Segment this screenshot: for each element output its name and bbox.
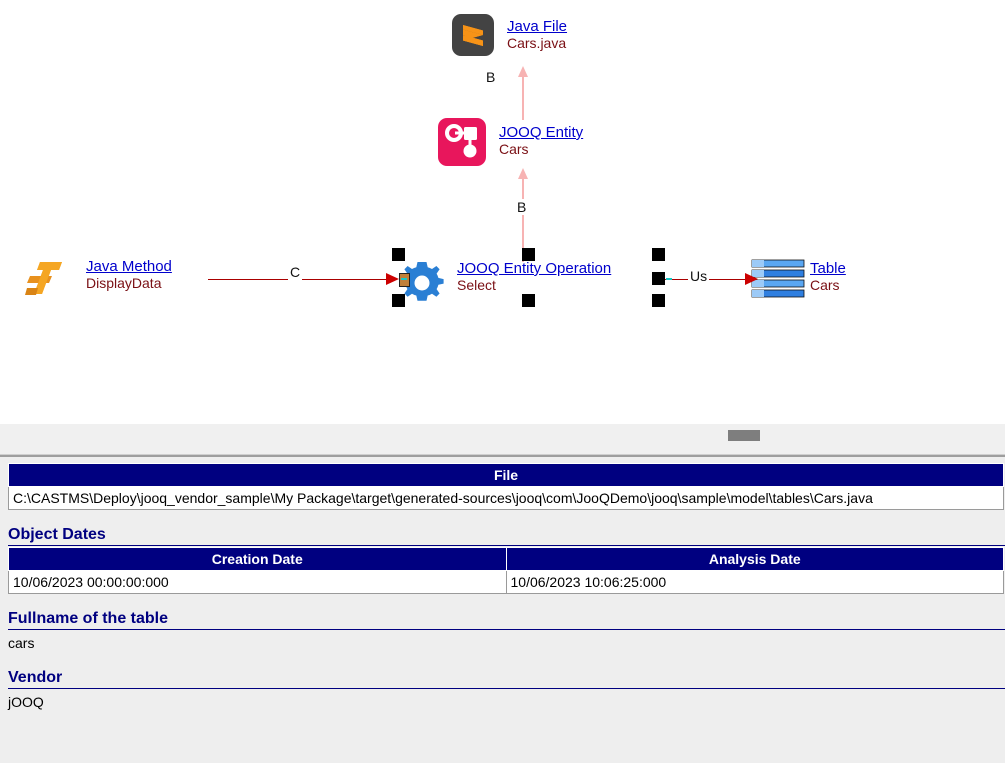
node-table-labels: Table Cars bbox=[810, 260, 846, 294]
splitter-grip[interactable] bbox=[728, 430, 760, 441]
node-jooq-entity-title[interactable]: JOOQ Entity bbox=[499, 124, 584, 141]
node-java-file-labels: Java File Cars.java bbox=[507, 18, 567, 52]
node-java-file-subtitle: Cars.java bbox=[507, 35, 567, 51]
object-dates-header-row: Creation Date Analysis Date bbox=[8, 547, 1004, 571]
object-dates-header-creation: Creation Date bbox=[8, 547, 507, 571]
gear-icon bbox=[399, 260, 445, 306]
edge-label-b-upper: B bbox=[484, 69, 498, 85]
vendor-value: jOOQ bbox=[8, 694, 44, 710]
fullname-heading: Fullname of the table bbox=[8, 610, 1005, 630]
edge-line-b-upper[interactable] bbox=[522, 75, 524, 120]
table-row[interactable]: 10/06/2023 00:00:00:000 10/06/2023 10:06… bbox=[8, 570, 1004, 594]
edge-arrowhead-b-lower bbox=[518, 168, 528, 179]
selection-handle-top-center[interactable] bbox=[522, 248, 535, 261]
java-method-icon bbox=[22, 256, 70, 300]
port-stub-left-accent bbox=[401, 278, 407, 280]
node-jooq-entity-operation-subtitle: Select bbox=[457, 277, 496, 293]
table-rows-glyph bbox=[751, 259, 805, 298]
panel-splitter[interactable] bbox=[0, 424, 1005, 455]
edge-arrowhead-b-upper bbox=[518, 66, 528, 77]
selection-handle-top-right[interactable] bbox=[652, 248, 665, 261]
file-table-cell-path: C:\CASTMS\Deploy\jooq_vendor_sample\My P… bbox=[8, 486, 1004, 510]
node-table-title[interactable]: Table bbox=[810, 260, 846, 277]
selection-handle-bottom-center[interactable] bbox=[522, 294, 535, 307]
sublime-s-glyph bbox=[463, 25, 483, 46]
diagram-canvas[interactable]: Java File Cars.java JOOQ Entity Cars bbox=[0, 0, 1005, 424]
object-dates-header-analysis: Analysis Date bbox=[505, 547, 1004, 571]
edge-arrowhead-c bbox=[386, 273, 399, 285]
selection-handle-top-left[interactable] bbox=[392, 248, 405, 261]
node-jooq-entity-operation-labels: JOOQ Entity Operation Select bbox=[457, 260, 611, 294]
edge-arrowhead-us bbox=[745, 273, 758, 285]
node-jooq-entity-labels: JOOQ Entity Cars bbox=[499, 124, 583, 158]
selection-handle-bottom-left[interactable] bbox=[392, 294, 405, 307]
edge-line-b-lower[interactable] bbox=[522, 177, 524, 262]
table-row[interactable]: C:\CASTMS\Deploy\jooq_vendor_sample\My P… bbox=[8, 486, 1004, 510]
edge-label-us: Us bbox=[688, 268, 710, 284]
port-stub-left bbox=[399, 273, 410, 287]
edge-label-b-lower: B bbox=[515, 199, 529, 215]
port-stub-right-accent bbox=[666, 278, 672, 280]
entity-relation-glyph bbox=[445, 124, 477, 158]
file-table-header-row: File bbox=[8, 463, 1004, 487]
java-file-icon bbox=[452, 14, 494, 56]
node-jooq-entity-subtitle: Cars bbox=[499, 141, 529, 157]
object-dates-cell-creation: 10/06/2023 00:00:00:000 bbox=[8, 570, 507, 594]
method-f-glyph bbox=[25, 262, 62, 295]
vendor-heading: Vendor bbox=[8, 669, 1005, 689]
object-dates-cell-analysis: 10/06/2023 10:06:25:000 bbox=[505, 570, 1004, 594]
selection-handle-middle-right[interactable] bbox=[652, 272, 665, 285]
node-table-subtitle: Cars bbox=[810, 277, 840, 293]
fullname-value: cars bbox=[8, 635, 35, 651]
node-java-file-title[interactable]: Java File bbox=[507, 18, 568, 35]
edge-label-c: C bbox=[288, 264, 303, 280]
selection-handle-bottom-right[interactable] bbox=[652, 294, 665, 307]
details-panel[interactable]: File C:\CASTMS\Deploy\jooq_vendor_sample… bbox=[0, 455, 1005, 763]
table-icon bbox=[750, 258, 806, 300]
node-java-method-title[interactable]: Java Method bbox=[86, 258, 172, 275]
file-table: File C:\CASTMS\Deploy\jooq_vendor_sample… bbox=[8, 463, 1004, 510]
node-java-method-labels: Java Method DisplayData bbox=[86, 258, 172, 292]
file-table-header-file: File bbox=[8, 463, 1004, 487]
jooq-entity-icon bbox=[438, 118, 486, 166]
gear-glyph bbox=[400, 262, 444, 301]
node-java-method-subtitle: DisplayData bbox=[86, 275, 162, 291]
object-dates-table: Creation Date Analysis Date 10/06/2023 0… bbox=[8, 547, 1004, 594]
node-jooq-entity-operation-title[interactable]: JOOQ Entity Operation bbox=[457, 260, 612, 277]
object-dates-heading: Object Dates bbox=[8, 526, 1005, 546]
